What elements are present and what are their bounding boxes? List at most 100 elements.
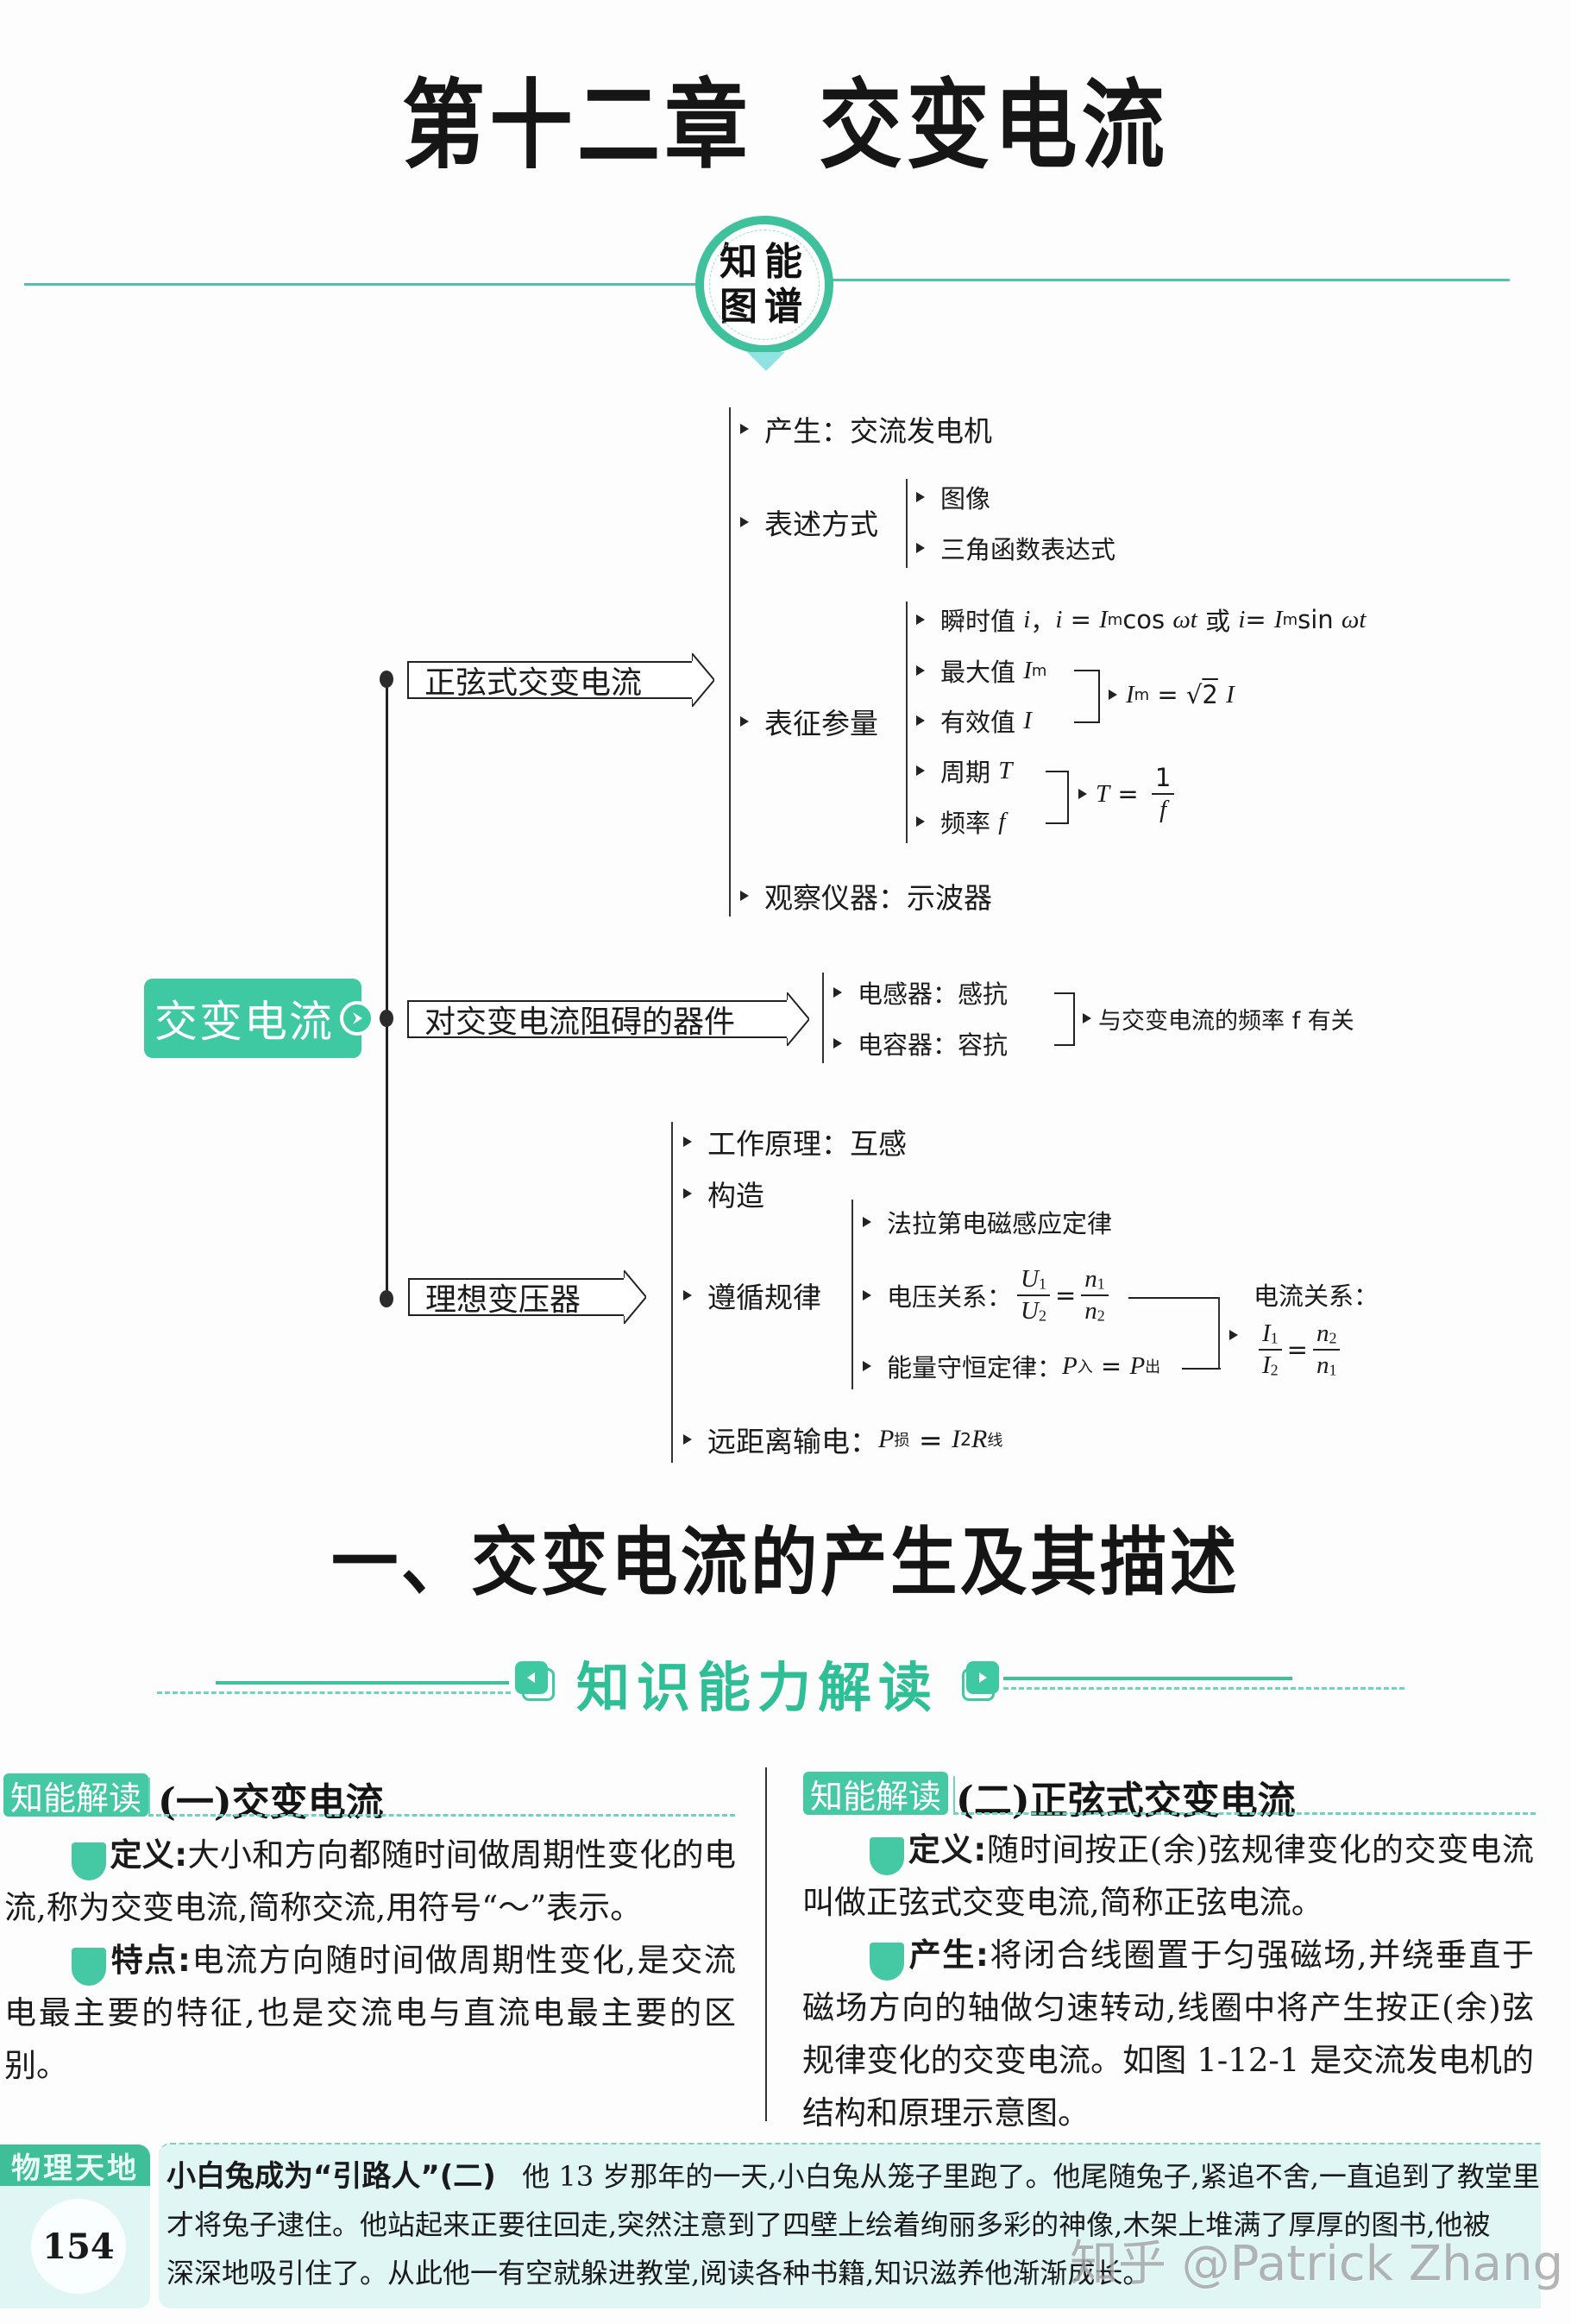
map-header-line-left xyxy=(24,283,697,286)
node-generation: 产生：交流发电机 xyxy=(740,412,992,448)
bullet-arrow-icon xyxy=(916,665,925,676)
number-1-icon: 1 xyxy=(870,1836,929,1875)
bullet-arrow-icon xyxy=(683,1434,692,1445)
bullet-arrow-icon xyxy=(740,891,749,901)
banner-dash-left xyxy=(157,1691,511,1694)
bullet-arrow-icon xyxy=(683,1188,692,1199)
parameters-bracket xyxy=(906,601,908,843)
period-freq-bracket xyxy=(1046,771,1069,824)
knowledge-map-badge: 知能 图谱 xyxy=(695,216,833,354)
bullet-arrow-icon xyxy=(916,816,925,827)
node-instrument: 观察仪器：示波器 xyxy=(740,879,992,915)
arrow-tip-icon xyxy=(787,992,809,1046)
current-arrow-icon xyxy=(1229,1327,1254,1344)
chapter-title: 第十二章交变电流 xyxy=(110,47,1461,187)
max-eff-bracket xyxy=(1074,670,1100,723)
number-2-icon: 2 xyxy=(72,1947,131,1986)
bullet-arrow-icon xyxy=(916,543,925,553)
branch-dot-2 xyxy=(380,1010,393,1027)
branch3-bracket xyxy=(671,1122,673,1463)
bullet-arrow-icon xyxy=(740,716,749,727)
branch-transformer-label: 理想变压器 xyxy=(408,1278,624,1318)
footer-tag: 物理天地 xyxy=(0,2145,150,2186)
section-title: 一、交变电流的产生及其描述 xyxy=(331,1519,1241,1606)
arrow-tip-icon xyxy=(692,653,714,707)
chapter-name: 交变电流 xyxy=(819,69,1170,182)
node-parameters: 表征参量 xyxy=(740,704,878,740)
banner-title: 知识能力解读 xyxy=(576,1656,939,1719)
left-item-2: 2特点:电流方向随时间做周期性变化,是交流电最主要的特征,也是交流电与直流电最主… xyxy=(4,1942,736,2084)
branch-impedance-devices[interactable]: 对交变电流阻碍的器件 xyxy=(407,992,809,1046)
bullet-arrow-icon xyxy=(1109,690,1117,700)
bullet-arrow-icon xyxy=(916,765,925,776)
bullet-arrow-icon xyxy=(916,492,925,502)
footer-story-line-3: 深深地吸引住了。从此他一有空就躲进教堂,阅读各种书籍,知识滋养他渐渐成长。 xyxy=(167,2257,1151,2289)
node-capacitor: 电容器：容抗 xyxy=(833,1026,1008,1061)
bullet-arrow-icon xyxy=(1083,1013,1091,1023)
left-column-rule xyxy=(148,1814,735,1817)
bullet-arrow-icon xyxy=(863,1290,871,1301)
node-graph: 图像 xyxy=(916,480,990,514)
node-inductor: 电感器：感抗 xyxy=(833,975,1008,1010)
bullet-arrow-icon xyxy=(1078,789,1087,799)
map-header-line-right xyxy=(830,279,1510,281)
branch-sinusoidal-label: 正弦式交变电流 xyxy=(407,661,692,701)
node-period: 周期 T xyxy=(916,753,1012,788)
expand-arrow-icon[interactable] xyxy=(340,1001,374,1036)
node-frequency: 频率 f xyxy=(916,804,1005,839)
badge-inner-ring xyxy=(709,230,820,340)
root-node[interactable]: 交变电流 xyxy=(144,979,361,1058)
left-column-tag: 知能解读 xyxy=(3,1773,149,1817)
node-structure: 构造 xyxy=(683,1176,764,1212)
arrow-tip-icon xyxy=(624,1270,646,1324)
trunk-line xyxy=(386,677,388,1299)
node-trig-expression: 三角函数表达式 xyxy=(916,531,1115,565)
node-laws: 遵循规律 xyxy=(683,1278,821,1314)
footer-story-line-2: 才将兔子逮住。他站起来正要往回走,突然注意到了四壁上绘着绚丽多彩的神像,木架上堆… xyxy=(167,2208,1491,2241)
banner-line-left xyxy=(216,1681,509,1685)
banner-right-play-icon xyxy=(966,1661,999,1694)
banner-left-play-icon xyxy=(515,1661,548,1694)
branch-dot-1 xyxy=(380,671,393,688)
laws-bracket xyxy=(851,1200,853,1389)
bullet-arrow-icon xyxy=(740,517,749,527)
bullet-arrow-icon xyxy=(916,715,925,726)
banner-dash-right xyxy=(1003,1687,1404,1690)
footer-story-box xyxy=(159,2143,1541,2308)
node-effective-value: 有效值 I xyxy=(916,703,1032,738)
banner-line-right xyxy=(1003,1677,1292,1680)
right-column-body: 1定义:随时间按正(余)弦规律变化的交变电流叫做正弦式交变电流,简称正弦电流。 … xyxy=(802,1823,1534,2139)
right-column-heading: (二)正弦式交变电流 xyxy=(956,1779,1296,1823)
page-number: 154 xyxy=(31,2199,126,2294)
bullet-arrow-icon xyxy=(863,1361,871,1371)
right-column-rule xyxy=(953,1812,1536,1815)
bullet-arrow-icon xyxy=(833,1038,842,1049)
inductor-capacitor-bracket xyxy=(1054,992,1075,1046)
bullet-arrow-icon xyxy=(863,1217,871,1227)
bullet-arrow-icon xyxy=(683,1137,692,1147)
column-divider xyxy=(765,1767,767,2121)
instantaneous-formula: i xyxy=(1023,605,1031,633)
number-2-icon: 2 xyxy=(870,1942,929,1981)
voltage-connector xyxy=(1128,1297,1219,1299)
node-expression: 表述方式 xyxy=(740,505,878,541)
node-principle: 工作原理：互感 xyxy=(683,1124,907,1161)
right-column-rule-tick xyxy=(953,1776,955,1814)
watermark: 知乎 @Patrick Zhang xyxy=(1070,2236,1564,2292)
branch2-bracket xyxy=(822,973,824,1063)
left-item-1: 1定义:大小和方向都随时间做周期性变化的电流,称为交变电流,简称交流,用符号“～… xyxy=(4,1836,737,1926)
branch-sinusoidal[interactable]: 正弦式交变电流 xyxy=(407,653,714,707)
branch-dot-3 xyxy=(380,1290,393,1307)
left-column-rule-tick xyxy=(148,1778,150,1816)
expression-bracket xyxy=(906,479,908,568)
root-label: 交变电流 xyxy=(154,997,334,1047)
chapter-number: 第十二章 xyxy=(401,69,752,182)
bullet-arrow-icon xyxy=(833,987,842,998)
branch-ideal-transformer[interactable]: 理想变压器 xyxy=(408,1270,646,1324)
